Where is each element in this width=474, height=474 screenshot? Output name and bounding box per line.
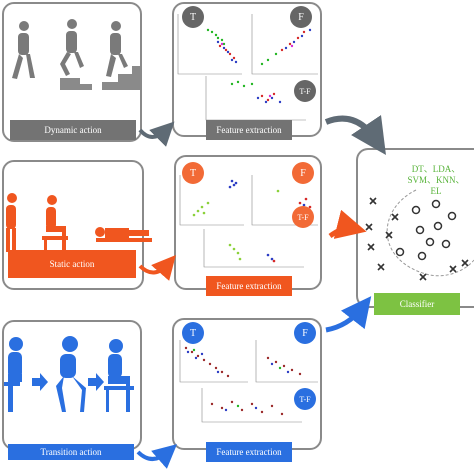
classifier-scatter-icon xyxy=(365,189,474,281)
badge-t-row2: T xyxy=(182,162,204,184)
algorithms-text: DT、LDA、 SVM、KNN、 EL xyxy=(396,164,474,197)
badge-t-row1: T xyxy=(182,6,204,28)
transition-feature-plots xyxy=(179,340,318,423)
badge-tf-row3: T-F xyxy=(294,388,316,410)
transition-feature-label: Feature extraction xyxy=(206,442,292,462)
algorithms-line3: EL xyxy=(430,186,442,196)
walking-figure-icon xyxy=(12,19,142,90)
transition-figure-icon xyxy=(4,336,134,412)
arrow-static-feature-to-classifier xyxy=(328,209,367,239)
dynamic-feature-label: Feature extraction xyxy=(206,120,292,140)
sit-stand-figure-icon xyxy=(6,193,152,252)
classifier-panel xyxy=(356,148,474,308)
badge-f-row2: F xyxy=(292,162,314,184)
badge-t-row3: T xyxy=(182,322,204,344)
static-feature-plots xyxy=(179,175,318,268)
arrow-dynamic-to-feature xyxy=(138,121,175,147)
badge-tf-row2: T-F xyxy=(292,206,314,228)
algorithms-line1: DT、LDA、 xyxy=(411,164,461,174)
arrow-transition-to-feature xyxy=(136,444,178,469)
transition-action-label: Transition action xyxy=(8,444,134,460)
classifier-label: Classifier xyxy=(374,293,460,315)
badge-tf-row1: T-F xyxy=(294,80,316,102)
badge-f-row3: F xyxy=(294,322,316,344)
dynamic-action-panel xyxy=(2,2,142,142)
transition-action-panel xyxy=(2,320,142,450)
dynamic-action-label: Dynamic action xyxy=(10,120,136,140)
badge-f-row1: F xyxy=(290,6,312,28)
algorithms-line2: SVM、KNN、 xyxy=(407,175,465,185)
arrow-dynamic-feature-to-classifier xyxy=(324,115,386,155)
arrow-static-to-feature xyxy=(138,254,176,281)
dynamic-feature-plots xyxy=(177,14,318,121)
static-action-label: Static action xyxy=(8,250,136,278)
arrow-transition-feature-to-classifier xyxy=(325,296,372,333)
static-feature-label: Feature extraction xyxy=(206,276,292,296)
